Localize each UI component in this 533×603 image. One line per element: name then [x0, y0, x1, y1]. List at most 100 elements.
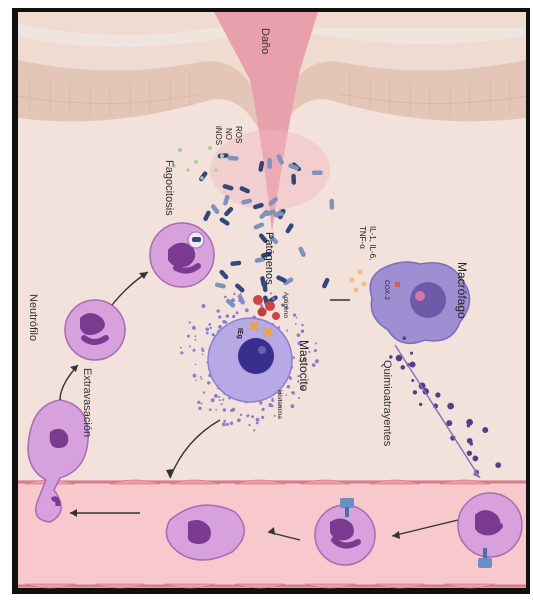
granule	[268, 403, 272, 407]
granule	[189, 322, 191, 324]
extravasation-label: Extravasación	[81, 368, 93, 437]
chemo-particle	[403, 336, 407, 340]
granule	[237, 418, 241, 422]
granule	[231, 408, 235, 412]
pathogen	[312, 170, 323, 175]
granule	[297, 333, 301, 337]
granule	[198, 407, 201, 410]
granule	[312, 363, 316, 367]
no-label: NO	[224, 128, 233, 140]
granule	[233, 293, 235, 295]
granule	[218, 325, 222, 329]
granule	[203, 391, 205, 393]
granule	[285, 394, 287, 396]
granule	[195, 364, 197, 366]
granule	[222, 320, 225, 323]
granule	[195, 379, 197, 381]
pathogen	[227, 156, 238, 161]
granule	[295, 323, 297, 325]
chemo-particle	[447, 403, 454, 410]
pathogen	[267, 158, 272, 169]
granule	[232, 315, 235, 318]
granule	[215, 409, 217, 411]
granule	[253, 429, 255, 431]
granule	[189, 345, 191, 347]
antigen-label: Antígeno	[282, 292, 289, 318]
granule	[226, 314, 230, 318]
granule	[238, 299, 241, 302]
granule	[202, 304, 206, 308]
granule	[218, 315, 221, 318]
granule	[222, 422, 226, 426]
granule	[301, 330, 304, 333]
granule	[207, 381, 210, 384]
chemo-particle	[472, 455, 478, 461]
granule	[200, 376, 202, 378]
phagocyte-cell	[150, 223, 214, 287]
granule	[187, 335, 190, 338]
granule	[222, 399, 224, 401]
granule	[296, 317, 298, 319]
granule	[200, 403, 202, 405]
pathogen	[291, 174, 296, 185]
granule	[271, 398, 273, 400]
chemo-particle	[400, 365, 405, 370]
granule	[223, 408, 226, 411]
granule	[272, 297, 275, 300]
macrophage-label: Macrófago	[455, 262, 469, 319]
granule	[202, 349, 205, 352]
ros-label: ROS	[234, 126, 243, 143]
granule	[240, 414, 242, 416]
phagocytosis-label: Fagocitosis	[163, 160, 175, 216]
histamine-label: Histamina	[276, 390, 283, 419]
chemoattractants-label: Quimioatrayentes	[381, 360, 393, 447]
granule	[223, 420, 226, 423]
granule	[248, 414, 250, 416]
granule	[208, 323, 211, 326]
blood-vessel	[18, 480, 526, 588]
granule	[240, 293, 242, 295]
damage-label: Daño	[259, 28, 271, 54]
granule	[231, 298, 235, 302]
chemo-particle	[419, 403, 422, 406]
granule	[236, 311, 239, 314]
granule	[206, 332, 209, 335]
granule	[224, 296, 227, 299]
il-label: IL-1, IL-6,	[368, 226, 377, 260]
tnf-label: TNF-α	[358, 226, 367, 249]
granule	[218, 396, 220, 398]
granule	[211, 398, 215, 402]
chemo-particle	[410, 352, 413, 355]
granule	[226, 423, 229, 426]
chemo-particle	[413, 390, 417, 394]
chemo-particle	[466, 419, 473, 426]
chemo-particle	[411, 379, 414, 382]
granule	[286, 330, 288, 332]
granule	[293, 313, 296, 316]
granule	[248, 424, 250, 426]
chemo-particle	[495, 462, 501, 468]
granule	[197, 401, 200, 404]
granule	[261, 416, 264, 419]
granule	[270, 292, 272, 294]
cox2-label: COX-2	[383, 280, 390, 300]
chemo-particle	[467, 451, 472, 456]
granule	[192, 326, 196, 330]
neutrophil-cell	[65, 300, 125, 360]
granule	[193, 374, 197, 378]
granule	[192, 349, 195, 352]
inos-label: iNOS	[214, 126, 223, 145]
granule	[214, 394, 218, 398]
ige-label: IEg	[236, 328, 243, 339]
granule	[256, 422, 259, 425]
chemo-particle	[470, 442, 474, 446]
granule	[216, 309, 219, 312]
granule	[202, 353, 204, 355]
mast-cell-label: Mastocito	[297, 340, 311, 392]
granule	[290, 404, 294, 408]
chemo-particle	[410, 362, 416, 368]
granule	[220, 403, 222, 405]
granule	[256, 418, 260, 422]
granule	[180, 351, 183, 354]
